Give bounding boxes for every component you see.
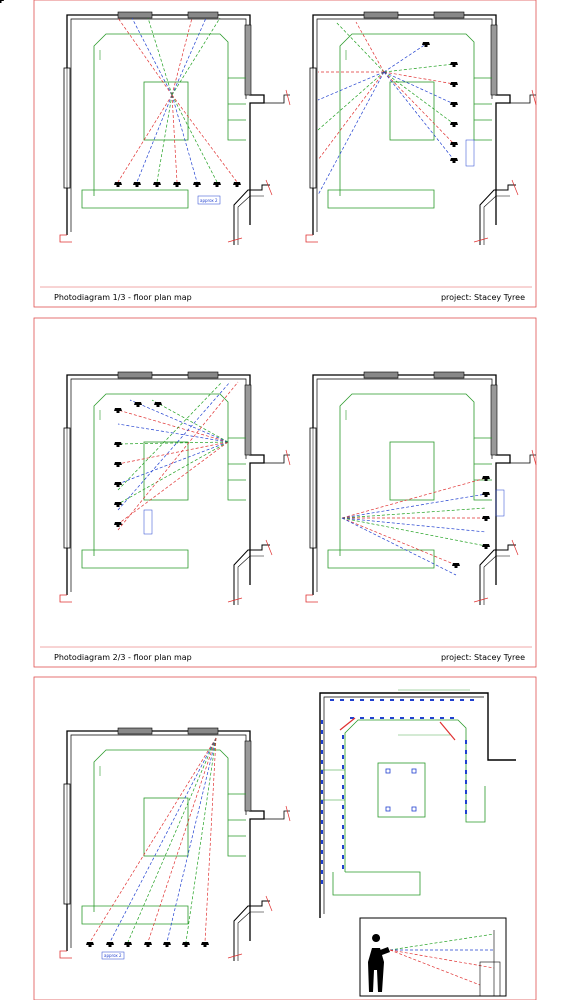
plan-1a: approx 2 — [59, 11, 291, 246]
sheet-2-title: Photodiagram 2/3 - floor plan map — [54, 653, 192, 662]
plan-2a — [59, 371, 291, 606]
rays-2b — [341, 477, 487, 576]
person-silhouette-icon — [368, 934, 390, 992]
rays-2a — [117, 381, 239, 531]
rays-1a — [117, 17, 238, 183]
fixture-plan — [319, 689, 516, 918]
camera-icons-2b — [452, 476, 490, 568]
sheet-1-project: project: Stacey Tyree — [440, 293, 525, 302]
sheet-2-frame — [33, 317, 537, 668]
camera-icons-1a — [114, 182, 241, 187]
sheet-2-project: project: Stacey Tyree — [440, 653, 525, 662]
approx-note-3a: approx 2 — [104, 953, 122, 958]
approx-note-1a: approx 2 — [200, 198, 218, 203]
plan-1b — [305, 11, 537, 246]
plan-3a: approx 2 — [59, 727, 291, 962]
camera-icons-1b — [422, 42, 458, 163]
sheet-1-frame — [33, 0, 537, 308]
sheet-3-frame — [33, 676, 537, 1001]
camera-icons-3a — [86, 942, 209, 947]
rays-3a — [89, 737, 217, 943]
camera-elevation — [359, 917, 507, 997]
plan-2b — [305, 371, 537, 606]
sheet-1-title: Photodiagram 1/3 - floor plan map — [54, 293, 192, 302]
rays-1b — [317, 21, 455, 196]
